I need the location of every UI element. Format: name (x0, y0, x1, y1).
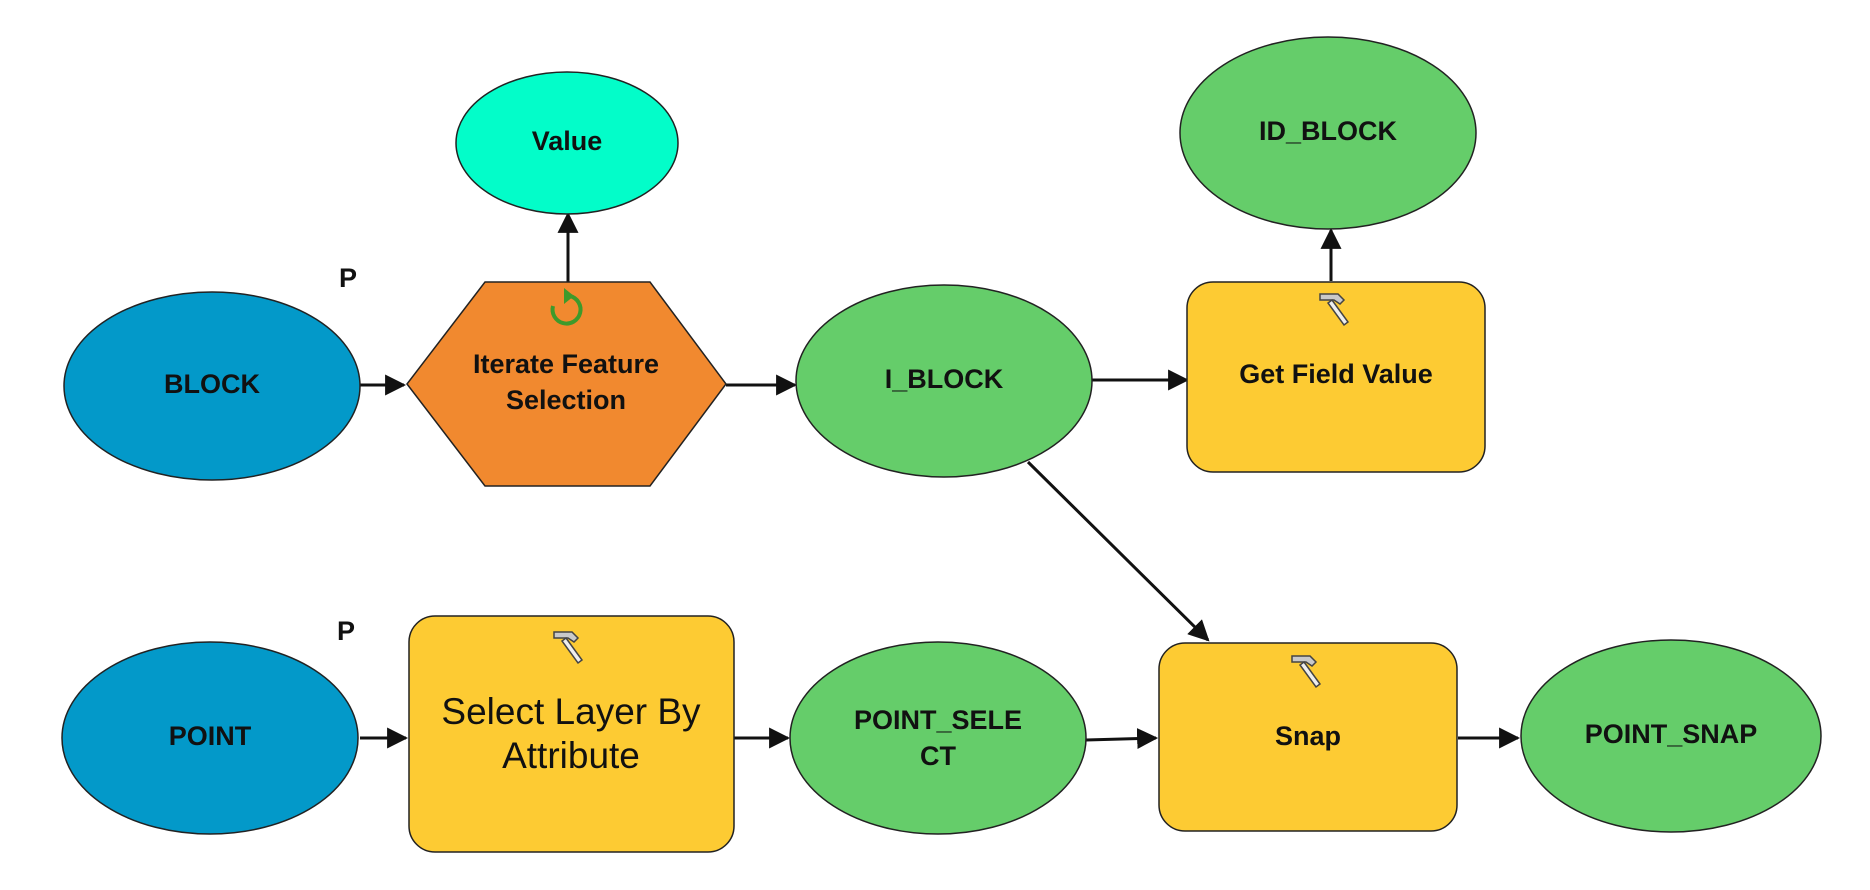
node-iterate-label-line2: Selection (506, 385, 626, 415)
node-select-layer-label-line2: Attribute (502, 735, 640, 776)
node-get-field-value[interactable]: Get Field Value (1186, 281, 1486, 473)
node-select-layer-by-attribute[interactable]: Select Layer By Attribute (408, 615, 735, 853)
node-point-select-label-line1: POINT_SELE (854, 705, 1022, 735)
node-value[interactable]: Value (455, 71, 679, 215)
connectors (360, 211, 1521, 750)
node-point-select[interactable]: POINT_SELE CT (789, 641, 1087, 835)
node-id-block[interactable]: ID_BLOCK (1179, 36, 1477, 230)
node-point-select-label-line2: CT (920, 741, 956, 771)
node-iterate-label-line1: Iterate Feature (473, 349, 659, 379)
node-id-block-label: ID_BLOCK (1259, 116, 1398, 146)
node-value-label: Value (532, 126, 603, 156)
connector-iblock-snap (1026, 460, 1210, 642)
node-get-field-value-label: Get Field Value (1239, 359, 1433, 389)
node-block-label: BLOCK (164, 369, 260, 399)
point-parameter-marker: P (337, 616, 355, 646)
node-snap-label: Snap (1275, 721, 1341, 751)
node-block[interactable]: BLOCK (63, 291, 361, 481)
node-point[interactable]: POINT (61, 641, 359, 835)
refresh-icon (550, 288, 583, 326)
node-select-layer-label-line1: Select Layer By (441, 691, 701, 732)
node-point-snap[interactable]: POINT_SNAP (1520, 639, 1822, 833)
block-parameter-marker: P (339, 263, 357, 293)
connector-pointselect-snap (1085, 728, 1159, 750)
node-snap[interactable]: Snap (1158, 642, 1458, 832)
node-i-block-label: I_BLOCK (885, 364, 1004, 394)
node-point-label: POINT (169, 721, 252, 751)
node-i-block[interactable]: I_BLOCK (795, 284, 1093, 478)
node-iterate-feature-selection[interactable]: Iterate Feature Selection (406, 281, 727, 487)
node-point-snap-label: POINT_SNAP (1585, 719, 1758, 749)
